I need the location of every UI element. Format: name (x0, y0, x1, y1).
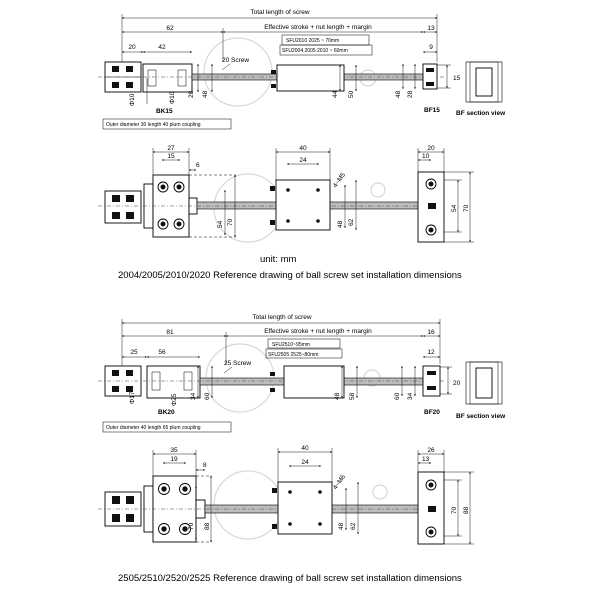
vdim-54: 54 (217, 220, 224, 228)
dim-9: 9 (429, 44, 433, 51)
set2-side-view: Total length of screw 81 Effective strok… (98, 314, 506, 433)
dim-56: 56 (158, 349, 166, 356)
nut-variant-2: SFU2505 2525~80mm (268, 352, 318, 358)
vdim-48: 48 (334, 392, 341, 400)
vdim-44: 44 (332, 90, 339, 98)
vdim-phi25: Φ25 (171, 393, 178, 406)
vdim-phi10-b: Φ10 (169, 91, 176, 104)
vdim-88b: 88 (463, 506, 470, 514)
coupling-note: Outer diameter 30 length 40 plum couplin… (106, 122, 201, 128)
dim-19: 19 (170, 456, 178, 463)
ball-nut (276, 64, 345, 92)
vdim-70: 70 (188, 522, 195, 530)
vdim-62: 62 (350, 522, 357, 530)
bk-label: BK15 (156, 108, 173, 115)
dim-26: 26 (427, 447, 435, 454)
ball-nut (275, 179, 331, 231)
vdim-48b: 48 (395, 90, 402, 98)
set1-side-view: Total length of screw 62 Effective strok… (98, 9, 506, 130)
vdim-50: 50 (348, 90, 355, 98)
vdim-phi10-a: Φ10 (129, 93, 136, 106)
dim-13: 13 (422, 456, 430, 463)
bf-label: BF15 (424, 107, 440, 114)
dim-35: 35 (170, 447, 178, 454)
vdim-60b: 60 (394, 392, 401, 400)
end-dim: 15 (453, 75, 461, 82)
section-view-label: BF section view (456, 413, 506, 420)
nut-variant-1: SFU2510~95mm (272, 342, 310, 348)
dim-42: 42 (158, 44, 166, 51)
thread-label: 4~M6 (332, 473, 347, 491)
dim-62: 62 (166, 25, 174, 32)
vdim-34: 34 (190, 392, 197, 400)
set1-top-view: 27 15 6 40 24 4~M5 20 10 (98, 145, 474, 243)
bf-section-view (465, 61, 503, 103)
bk-label: BK20 (158, 409, 175, 416)
unit-label: unit: mm (260, 254, 297, 265)
dim-10: 10 (422, 153, 430, 160)
vdim-28b: 28 (407, 90, 414, 98)
dim-15: 15 (167, 153, 175, 160)
vdim-88: 88 (204, 522, 211, 530)
vdim-62: 62 (348, 218, 355, 226)
vdim-28: 28 (188, 90, 195, 98)
vdim-60: 60 (204, 392, 211, 400)
screw-label: 20 Screw (222, 57, 249, 64)
dim-6: 6 (196, 162, 200, 169)
dim-20b: 20 (427, 145, 435, 152)
dim-8: 8 (203, 462, 207, 469)
dim-24: 24 (301, 459, 309, 466)
total-length-label: Total length of screw (252, 314, 312, 321)
total-length-label: Total length of screw (250, 9, 310, 16)
coupling (104, 190, 142, 224)
vdim-48-nut: 48 (338, 522, 345, 530)
bf-section-view (465, 361, 503, 405)
vdim-54b: 54 (451, 204, 458, 212)
section-view-label: BF section view (456, 110, 506, 117)
vdim-70: 70 (227, 218, 234, 226)
effective-stroke-label: Effective stroke + nut length + margin (264, 328, 372, 335)
dim-40: 40 (299, 145, 307, 152)
caption-1: 2004/2005/2010/2020 Reference drawing of… (118, 270, 462, 281)
coupling-note: Outer diameter 40 length 65 plum couplin… (106, 425, 201, 431)
dim-81: 81 (166, 329, 174, 336)
vdim-48-nut: 48 (337, 220, 344, 228)
dim-27: 27 (167, 145, 175, 152)
dim-20: 20 (128, 44, 136, 51)
bk-support (142, 63, 193, 93)
effective-stroke-label: Effective stroke + nut length + margin (264, 24, 372, 31)
screw-label: 25 Screw (224, 360, 251, 367)
nut-variant-2: SFU2004 2005 2010 ~ 60mm (282, 48, 348, 54)
vdim-phi17: Φ17 (129, 391, 136, 404)
dim-13: 13 (427, 25, 435, 32)
vdim-34b: 34 (407, 392, 414, 400)
vdim-70b: 70 (451, 506, 458, 514)
set2-top-view: 35 19 8 40 24 4~M6 26 13 (98, 445, 474, 545)
dim-25: 25 (130, 349, 138, 356)
caption-2: 2505/2510/2520/2525 Reference drawing of… (118, 573, 462, 584)
bf-support (422, 365, 441, 397)
nut-variant-1: SFU2010 2025 ~ 70mm (286, 38, 339, 44)
dim-24: 24 (299, 157, 307, 164)
dim-40: 40 (301, 445, 309, 452)
bf-label: BF20 (424, 409, 440, 416)
dim-12: 12 (427, 349, 435, 356)
ball-nut (277, 481, 333, 535)
dim-16: 16 (427, 329, 435, 336)
vdim-48: 48 (202, 90, 209, 98)
ball-nut (283, 365, 345, 399)
vdim-58: 58 (349, 392, 356, 400)
end-dim: 20 (453, 380, 461, 387)
vdim-70b: 70 (463, 204, 470, 212)
